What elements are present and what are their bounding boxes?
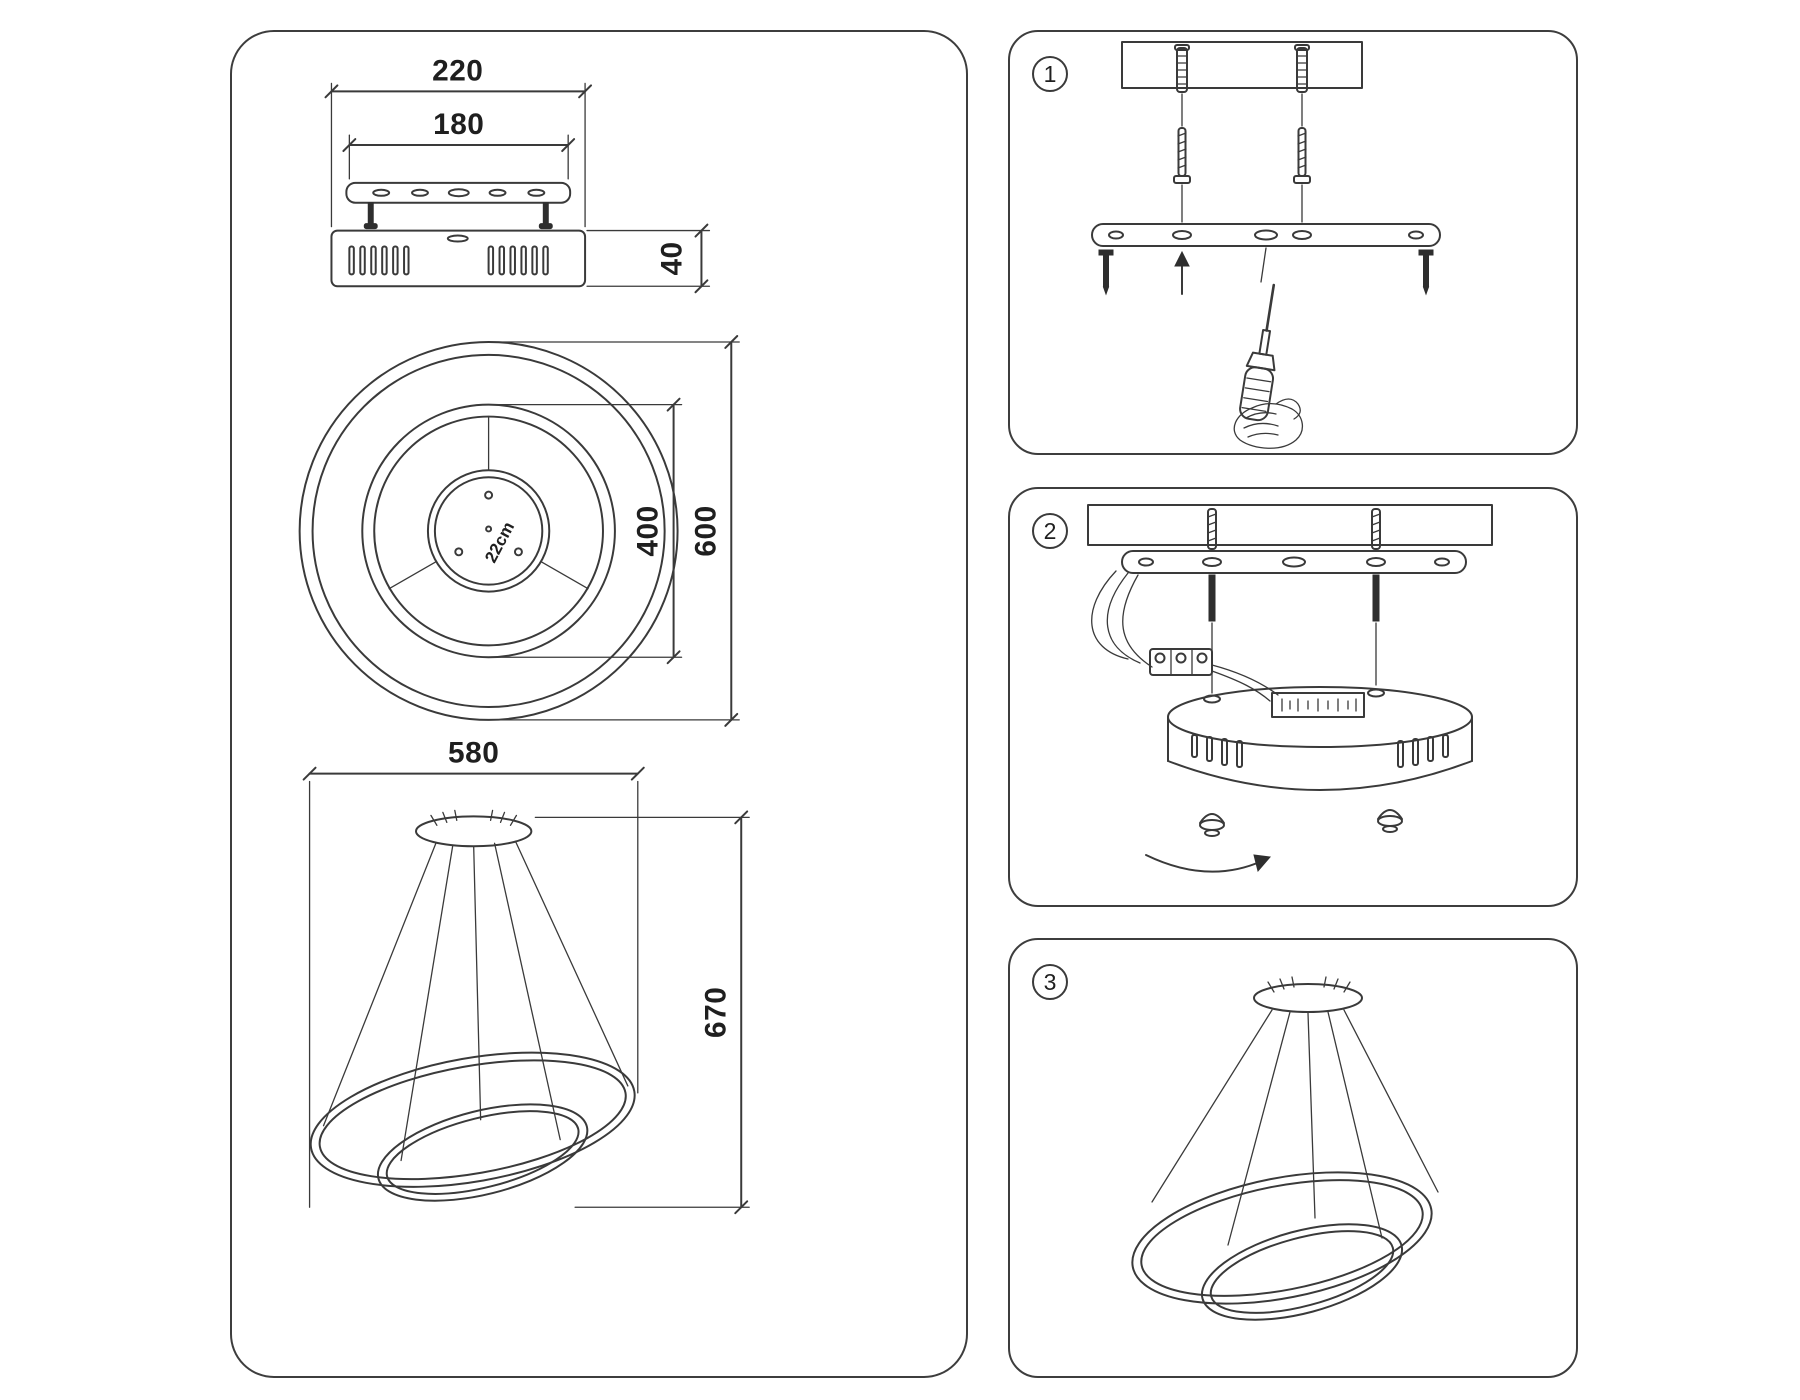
step-3-panel: 3 [1008, 938, 1578, 1378]
threaded-studs [1207, 508, 1381, 550]
dim-580-label: 580 [448, 737, 499, 770]
stud-alignment-lines [1211, 622, 1377, 694]
step-1-badge: 1 [1032, 56, 1068, 92]
suspension-spokes [388, 415, 589, 590]
step-3-badge: 3 [1032, 964, 1068, 1000]
dim-600: 600 [487, 335, 740, 727]
step-1-drawing: 1 [1032, 41, 1441, 449]
step-2-badge: 2 [1032, 513, 1068, 549]
suspension-cables [322, 840, 629, 1162]
driver-drum [1167, 686, 1473, 791]
dim-400: 400 [487, 397, 683, 665]
step-2-panel: 2 [1008, 487, 1578, 907]
dimensions-drawing: 220 180 [298, 54, 750, 1215]
hanging-screws [363, 202, 553, 230]
mounting-plate-side [345, 181, 572, 204]
step-1-panel: 1 [1008, 30, 1578, 455]
step-1-number: 1 [1044, 61, 1057, 87]
wall-anchors [1174, 44, 1310, 93]
step-3-drawing: 3 [1032, 964, 1439, 1321]
step-2-number: 2 [1044, 518, 1057, 544]
canopy-top-view [426, 469, 551, 593]
push-up-arrow [1174, 250, 1190, 295]
mounting-plate [1091, 223, 1441, 247]
dim-180-label: 180 [433, 108, 484, 141]
screwdriver [1239, 283, 1276, 422]
center-annotation-label: 22cm [481, 519, 518, 566]
alignment-lines [1181, 93, 1303, 283]
dim-580: 580 [302, 737, 645, 1208]
mounting-screws [1173, 127, 1311, 184]
dim-600-label: 600 [689, 505, 722, 556]
supply-wires [1091, 570, 1279, 702]
ceiling-strip [1087, 504, 1493, 546]
dim-400-label: 400 [632, 505, 665, 556]
ceiling-strip [1121, 41, 1363, 89]
pendant-rings [309, 1051, 636, 1202]
step-2-drawing: 2 [1032, 504, 1493, 873]
pendant-canopy [1253, 976, 1363, 1013]
dim-40-label: 40 [656, 241, 689, 275]
driver-housing-side [330, 229, 587, 288]
dimensions-panel: 220 180 [230, 30, 968, 1378]
driver-label [1271, 692, 1365, 718]
rotate-arrow [1145, 854, 1271, 873]
mounting-plate [1121, 550, 1467, 574]
dim-670-label: 670 [699, 987, 732, 1038]
suspension-cables [1151, 1009, 1439, 1246]
cap-nuts [1199, 809, 1403, 837]
step-3-number: 3 [1044, 969, 1057, 995]
canopy-side-view: 220 180 [324, 54, 711, 294]
hanging-studs [1208, 574, 1380, 622]
dim-220-label: 220 [432, 54, 483, 87]
terminal-block [1149, 648, 1213, 676]
rings-top-view: 22cm 400 600 [298, 335, 740, 727]
dim-670: 670 [534, 810, 750, 1215]
pendant-front-view: 580 670 [302, 737, 750, 1215]
pendant-canopy [415, 809, 533, 848]
hand-sketch [1233, 398, 1303, 449]
dim-40: 40 [586, 223, 711, 294]
pendant-rings [1131, 1171, 1433, 1321]
dim-220: 220 [324, 54, 593, 228]
fixing-screws-down [1098, 249, 1434, 296]
dim-180: 180 [342, 108, 576, 180]
